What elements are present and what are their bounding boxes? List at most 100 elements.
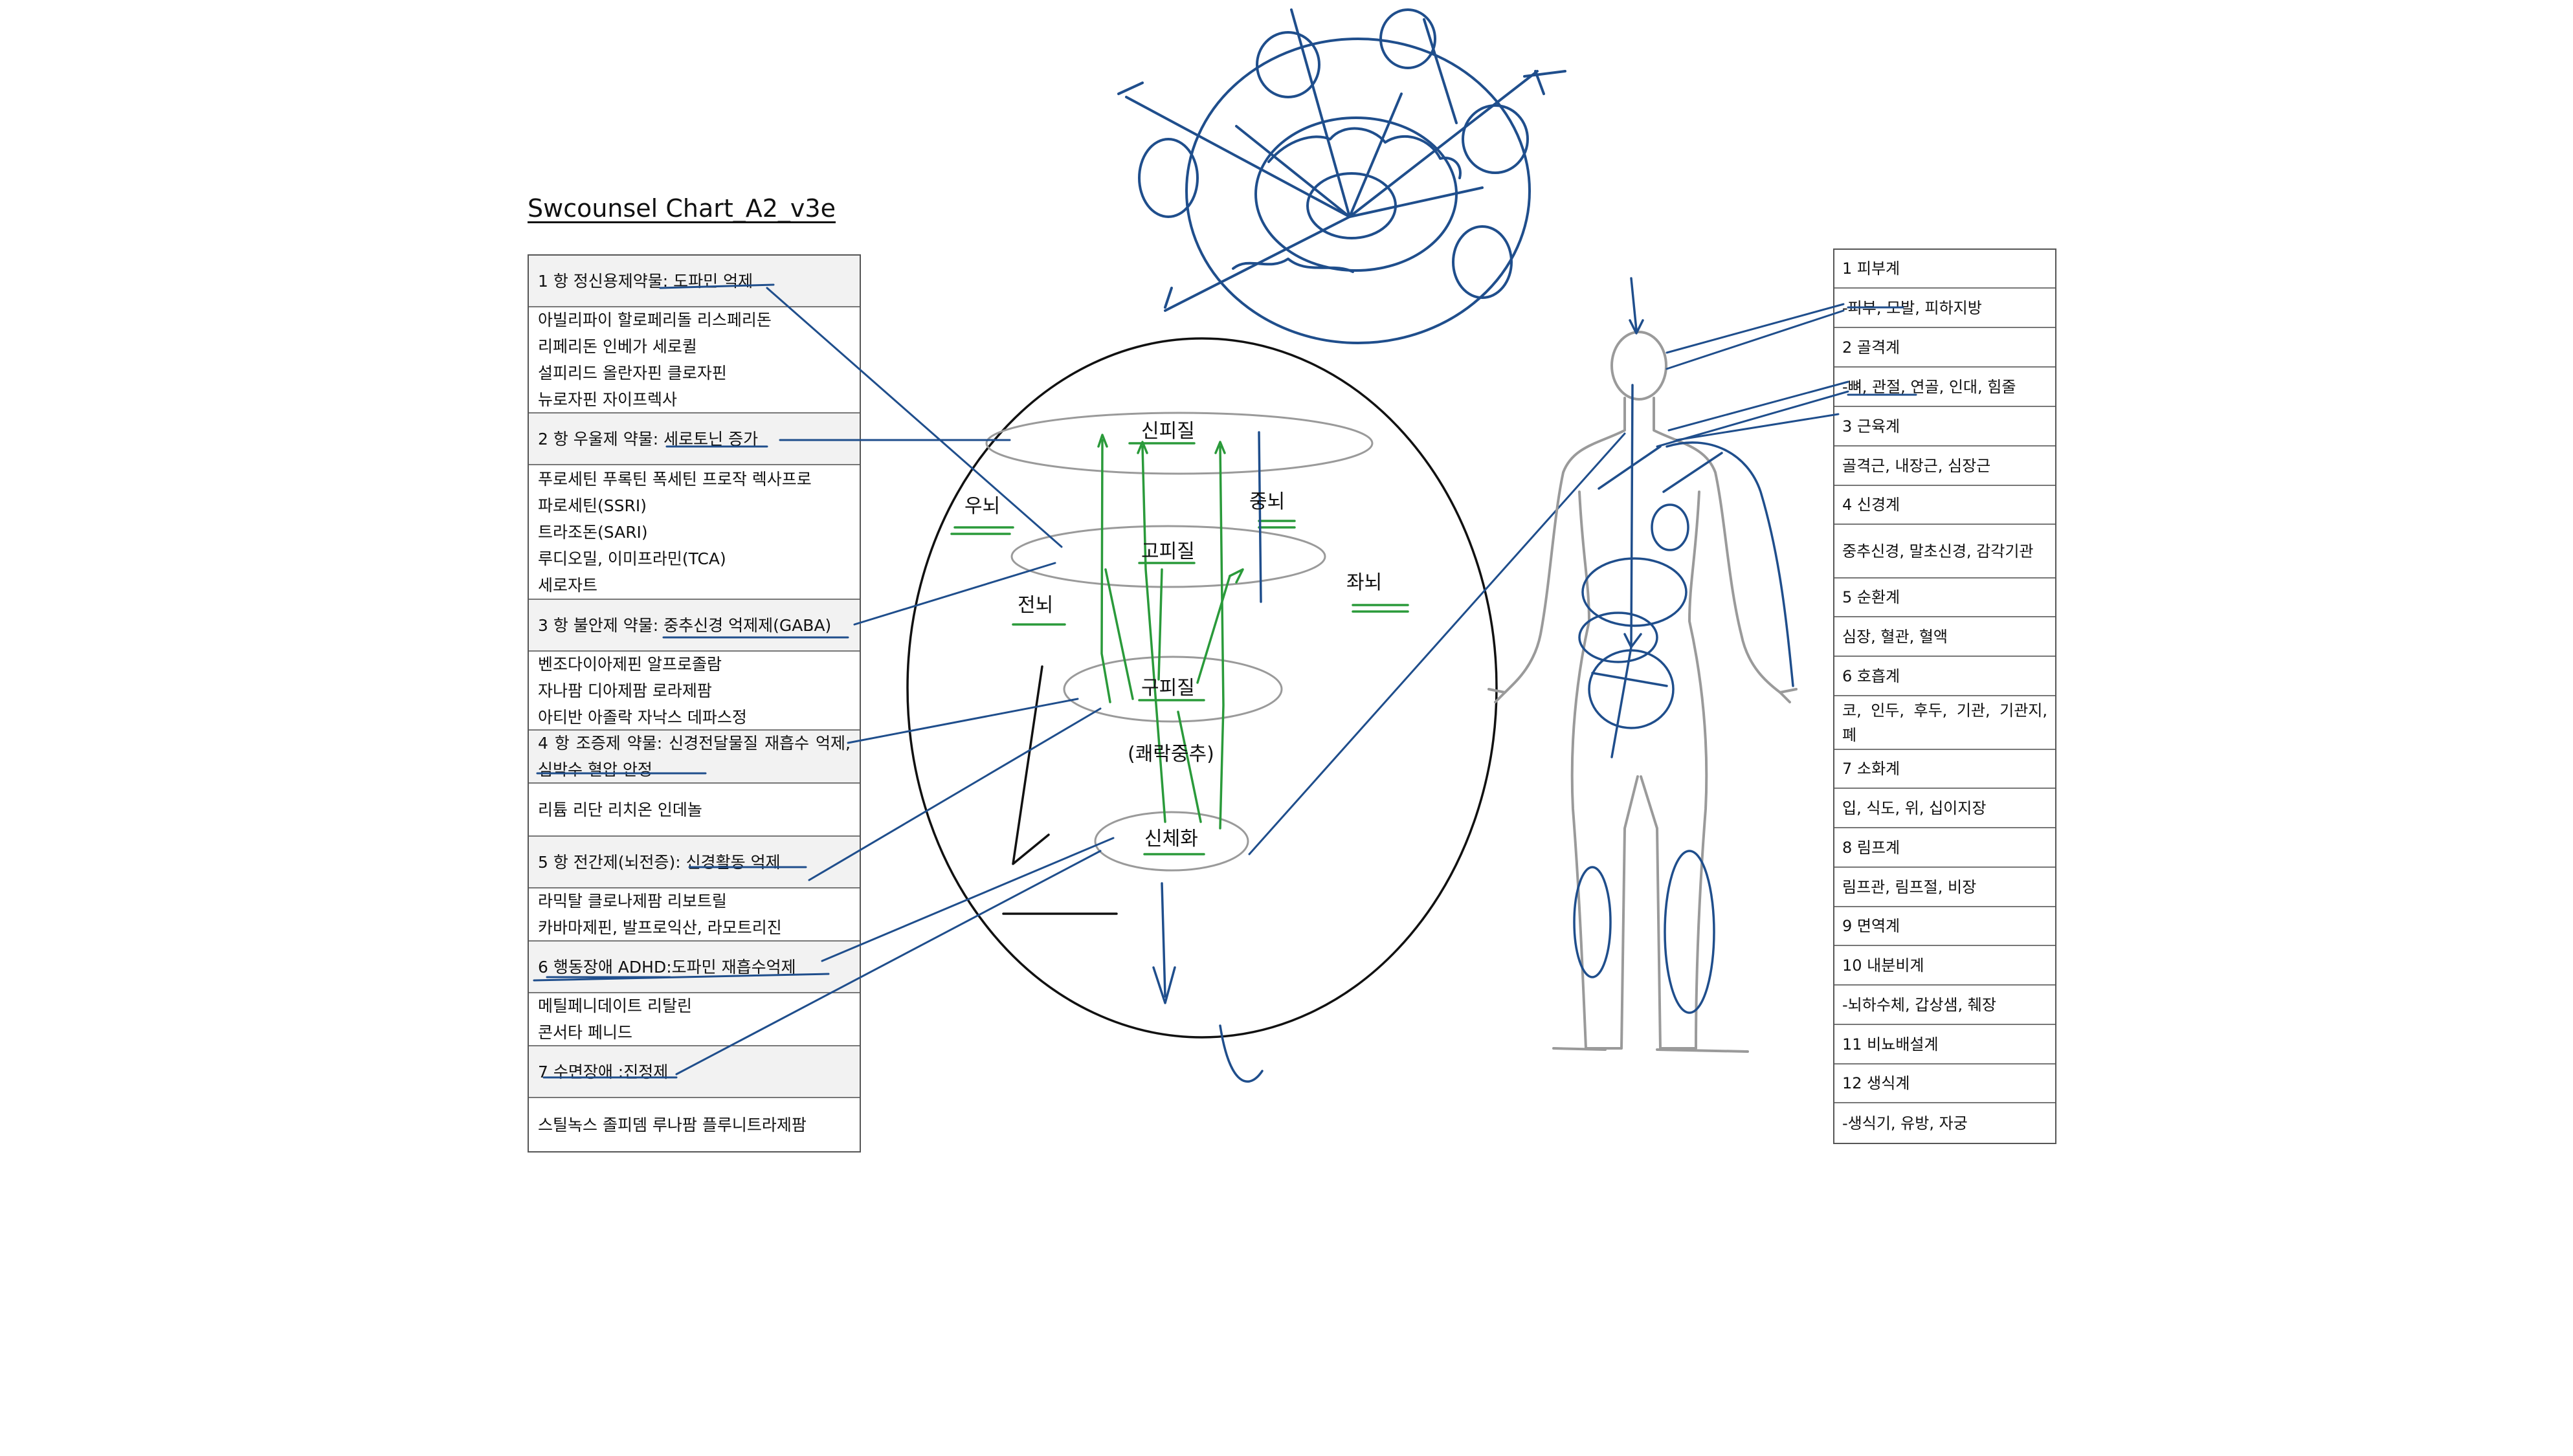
body-table-row-4: -뼈, 관절, 연골, 인대, 힘줄 — [1834, 368, 2055, 407]
somatization-layer — [1094, 811, 1249, 872]
green-line-6 — [1196, 575, 1231, 684]
paleocortex-layer — [1010, 525, 1326, 588]
label-mid-brain: 중뇌 — [1249, 491, 1285, 513]
drug-table-cell-header-5: 5 항 전간제(뇌전증): 신경활동 억제 — [529, 837, 860, 888]
blue-curve — [1219, 1024, 1264, 1083]
scribble-node-3 — [1462, 104, 1529, 174]
brain-layer-diagram: 신피질 우뇌 중뇌 고피질 전뇌 좌뇌 구피질 (쾌락중추) 신체화 — [906, 337, 1498, 1083]
drug-table-cell-list-6: 메틸페니데이트 리탈린 콘서타 페니드 — [529, 993, 860, 1046]
label-neocortex: 신피질 — [1141, 420, 1195, 443]
chart-title: Swcounsel Chart_A2_v3e — [528, 194, 836, 223]
blue-down-arrow — [1161, 882, 1166, 998]
body-table-row-9: 5 순환계 — [1834, 579, 2055, 617]
body-system-table: 1 피부계 -피부, 모발, 피하지방 2 골격계 -뼈, 관절, 연골, 인대… — [1833, 248, 2056, 1144]
green-underline-right-brain — [950, 526, 1014, 535]
label-fore-brain: 전뇌 — [1018, 594, 1053, 617]
body-table-row-20: 11 비뇨배설계 — [1834, 1025, 2055, 1064]
green-arrow-2 — [1141, 445, 1166, 823]
green-line-6-tip — [1229, 568, 1244, 584]
archicortex-layer — [1063, 656, 1283, 723]
connector-body-skin — [1665, 303, 1845, 354]
black-brain-strokes — [1002, 665, 1118, 915]
drug-table-cell-header-4: 4 항 조증제 약물: 신경전달물질 재흡수 억제, 심박수 혈압 안정 — [529, 731, 860, 784]
green-underline-left-brain — [1352, 604, 1409, 613]
connector-drug-6b — [533, 973, 830, 982]
green-line-7 — [1177, 711, 1202, 823]
green-arrow-1 — [1100, 439, 1111, 703]
scribble-wave-lower — [1232, 258, 1354, 273]
body-head — [1610, 331, 1667, 401]
label-archicortex: 구피질 — [1141, 677, 1195, 700]
body-hands — [1487, 688, 1798, 703]
green-arrow-3-tip — [1214, 441, 1226, 454]
scribble-inner-circle — [1306, 172, 1397, 239]
body-table-row-17: 9 면역계 — [1834, 907, 2055, 946]
blue-vertical-line — [1258, 431, 1262, 603]
body-table-row-5: 3 근육계 — [1834, 407, 2055, 447]
body-top-arrow — [1630, 277, 1638, 331]
organ-left-leg-muscle — [1573, 866, 1612, 978]
black-angle-line — [1012, 665, 1050, 865]
connector-body-muscle — [1675, 413, 1840, 441]
drug-table-cell-list-7: 스틸녹스 졸피뎀 루나팜 플루니트라제팜 — [538, 1115, 807, 1134]
green-underline-mid-brain — [1258, 520, 1296, 529]
green-arrow-1-tip — [1097, 434, 1108, 448]
green-line-4 — [1104, 568, 1134, 700]
organ-right-leg-muscle — [1664, 850, 1715, 1014]
body-table-row-10: 심장, 혈관, 혈액 — [1834, 617, 2055, 657]
connector-body-skin-2 — [1665, 309, 1845, 370]
drug-table-cell-list-2: 푸로세틴 푸록틴 폭세틴 프로작 렉사프로 파로세틴(SSRI) 트라조돈(SA… — [529, 465, 860, 600]
connector-body-bone — [1667, 381, 1849, 432]
body-sketch-lines — [1591, 445, 1723, 687]
scribble-node-2 — [1379, 8, 1436, 69]
body-right-leg — [1640, 491, 1708, 1050]
label-paleocortex: 고피질 — [1141, 540, 1195, 563]
body-table-row-15: 8 림프계 — [1834, 828, 2055, 868]
connector-somatization-body — [1248, 432, 1626, 855]
neocortex-layer — [985, 412, 1374, 475]
green-arrows — [950, 434, 1409, 855]
underline-drug-1 — [659, 283, 775, 289]
body-table-row-7: 4 신경계 — [1834, 486, 2055, 525]
body-spine-line — [1610, 384, 1634, 758]
label-pleasure-center: (쾌락중추) — [1128, 743, 1214, 766]
organ-intestine — [1588, 649, 1675, 729]
body-table-row-6: 골격근, 내장근, 심장근 — [1834, 447, 2055, 486]
drug-table-cell-list-3: 벤조다이아제핀 알프로졸람 자나팜 디아제팜 로라제팜 아티반 아졸락 자낙스 … — [529, 652, 860, 731]
body-table-row-21: 12 생식계 — [1834, 1064, 2055, 1103]
connector-drug-4 — [847, 698, 1079, 744]
blue-down-arrow-tip — [1152, 966, 1176, 1004]
connector-drug-5 — [808, 707, 1102, 881]
body-table-row-14: 입, 식도, 위, 십이지장 — [1834, 789, 2055, 828]
drug-table-cell-header-1: 1 항 정신용제약물: 도파민 억제 — [529, 256, 860, 307]
scribble-node-1 — [1256, 31, 1320, 98]
body-table-row-3: 2 골격계 — [1834, 328, 2055, 368]
body-right-outline — [1653, 397, 1781, 694]
organ-stomach — [1581, 557, 1687, 627]
connector-drug-1 — [766, 287, 1063, 548]
organ-heart — [1651, 503, 1689, 551]
scribble-arrow-tips — [1117, 70, 1566, 309]
scribble-rays — [1125, 8, 1539, 312]
body-table-row-13: 7 소화계 — [1834, 750, 2055, 789]
human-body-figure — [1487, 277, 1917, 1053]
label-right-brain: 우뇌 — [964, 495, 1000, 518]
label-somatization: 신체화 — [1144, 828, 1198, 850]
scribble-mid-circle — [1254, 116, 1458, 272]
connector-drug-3 — [853, 562, 1056, 626]
drug-table-cell-list-5: 라믹탈 클로나제팜 리보트릴 카바마제핀, 발프로익산, 라모트리진 — [529, 888, 860, 942]
body-table-row-19: -뇌하수체, 갑상샘, 췌장 — [1834, 986, 2055, 1025]
scribble-node-5 — [1138, 138, 1199, 218]
body-table-row-1: 1 피부계 — [1834, 250, 2055, 289]
body-right-arm-stroke — [1665, 441, 1794, 687]
blue-brain-arrows — [1152, 431, 1264, 1083]
body-table-row-22: -생식기, 유방, 자궁 — [1842, 1114, 1968, 1132]
drug-table-cell-list-1: 아빌리파이 할로페리돌 리스페리돈 리페리돈 인베가 세로퀼 설피리드 올란자핀… — [529, 307, 860, 414]
network-scribble — [1117, 8, 1566, 344]
body-table-row-12: 코, 인두, 후두, 기관, 기관지, 폐 — [1834, 696, 2055, 750]
green-arrow-2-tip — [1137, 441, 1148, 454]
body-top-arrow-tip — [1629, 319, 1644, 335]
body-table-row-11: 6 호흡계 — [1834, 657, 2055, 696]
green-arrow-3 — [1219, 445, 1225, 830]
